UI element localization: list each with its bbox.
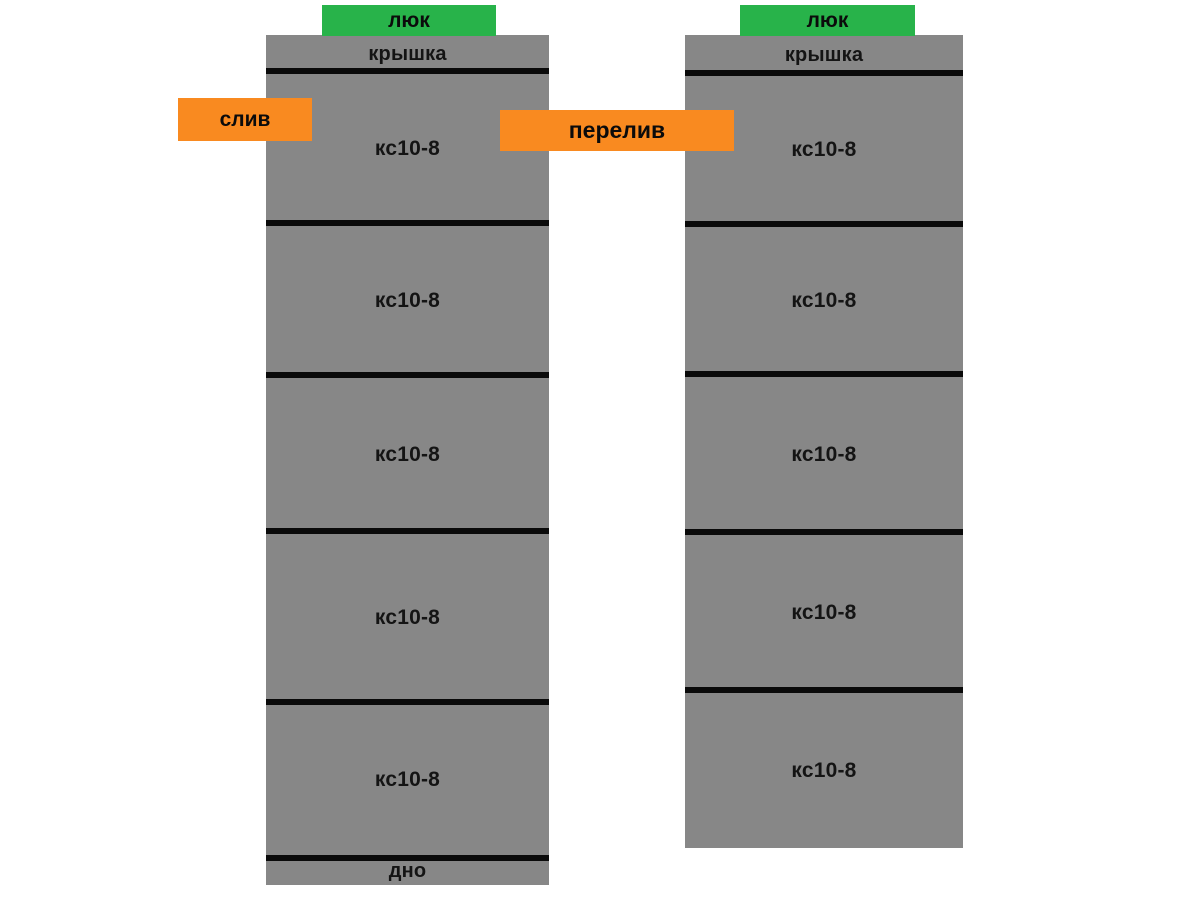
right-tank-seam-3 xyxy=(685,529,963,535)
right-tank-seam-2 xyxy=(685,371,963,377)
left-tank-seam-3 xyxy=(266,528,549,534)
right-tank-body xyxy=(685,35,963,848)
left-tank-seam-1 xyxy=(266,220,549,226)
right-tank-seam-4 xyxy=(685,687,963,693)
right-tank-hatch-tag: люк xyxy=(740,5,915,36)
left-tank-seam-lid xyxy=(266,68,549,74)
drain-pipe-tag: слив xyxy=(178,98,312,141)
left-tank-body xyxy=(266,35,549,885)
left-tank-seam-bottom xyxy=(266,855,549,861)
right-tank-seam-1 xyxy=(685,221,963,227)
left-tank-seam-4 xyxy=(266,699,549,705)
overflow-pipe-tag: перелив xyxy=(500,110,734,151)
right-tank-seam-lid xyxy=(685,70,963,76)
left-tank-hatch-tag: люк xyxy=(322,5,496,36)
left-tank-seam-2 xyxy=(266,372,549,378)
